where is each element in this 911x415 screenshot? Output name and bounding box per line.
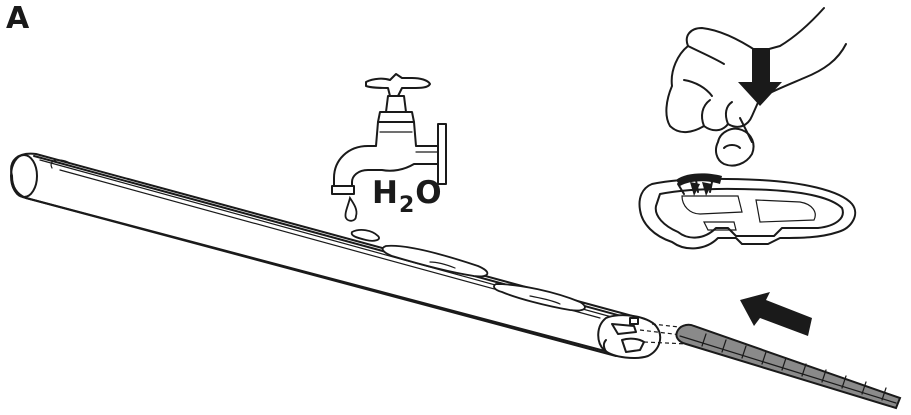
water-drops (344, 195, 358, 222)
water-film (350, 229, 586, 312)
step-label: A (6, 1, 30, 36)
rubber-strip (675, 323, 902, 410)
formula-base: H (372, 175, 399, 211)
water-formula: H2O (372, 175, 443, 217)
bar-end-profile (597, 314, 662, 359)
formula-tail: O (415, 175, 443, 211)
faucet-icon (331, 73, 447, 195)
roof-bar (10, 152, 656, 358)
down-arrow-icon (738, 48, 782, 106)
bar-cross-section (638, 173, 857, 250)
formula-subscript: 2 (398, 193, 416, 218)
left-arrow-icon (740, 292, 812, 336)
